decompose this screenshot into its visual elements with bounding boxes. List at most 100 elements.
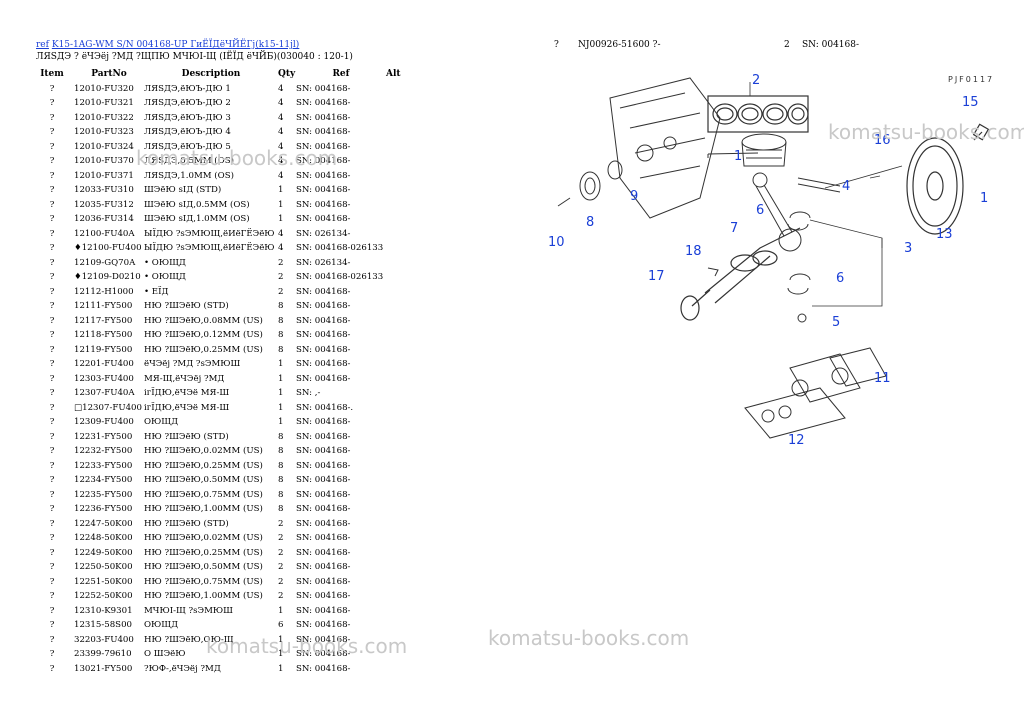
cell-item: ? bbox=[49, 112, 55, 123]
cell-qty: 2 bbox=[278, 518, 284, 529]
cell-desc: НЮ ?ШЭёЮ (STD) bbox=[144, 301, 229, 312]
table-header-row: Item PartNo Description Qty Ref Alt bbox=[30, 67, 416, 82]
cell-alt bbox=[386, 154, 416, 169]
connecting-rod bbox=[752, 172, 841, 252]
cell-alt bbox=[386, 256, 416, 271]
cell-alt bbox=[386, 140, 416, 155]
cell-desc: ЛЯSДЭ,ёЮЪ-ДЮ 1 bbox=[144, 83, 231, 94]
cell-item: ? bbox=[49, 605, 55, 616]
cell-item: ? bbox=[49, 228, 55, 239]
cell-part: 12235-FY500 bbox=[74, 489, 133, 500]
cell-qty: 1 bbox=[278, 185, 284, 196]
cell-desc: НЮ ?ШЭёЮ,0.50MM (US) bbox=[144, 562, 263, 573]
crankshaft bbox=[680, 227, 801, 321]
callout-2: 2 bbox=[752, 73, 760, 88]
col-qty: Qty bbox=[278, 69, 296, 80]
cell-alt bbox=[386, 444, 416, 459]
cell-qty: 8 bbox=[278, 446, 284, 457]
cell-part: 12112-H1000 bbox=[74, 286, 134, 297]
cell-part: 12010-FU322 bbox=[74, 112, 134, 123]
cell-ref: SN: 004168- bbox=[296, 547, 351, 558]
cell-item: ? bbox=[49, 257, 55, 268]
cell-qty: 6 bbox=[278, 620, 284, 631]
cell-ref: SN: 004168- bbox=[296, 533, 351, 544]
cell-alt bbox=[386, 589, 416, 604]
cell-qty: 4 bbox=[278, 228, 284, 239]
cell-qty: 1 bbox=[278, 214, 284, 225]
watermark: komatsu-books.com bbox=[828, 120, 1024, 144]
cell-item: ? bbox=[49, 214, 55, 225]
callout-15: 15 bbox=[962, 95, 979, 110]
cell-desc: ОЮЩД bbox=[144, 417, 179, 428]
cell-part: 12111-FY500 bbox=[74, 301, 133, 312]
cell-alt bbox=[386, 111, 416, 126]
cell-ref: SN: 026134- bbox=[296, 257, 351, 268]
piston bbox=[707, 133, 787, 167]
cell-desc: НЮ ?ШЭёЮ (STD) bbox=[144, 431, 229, 442]
cell-part: 12109-GQ70A bbox=[74, 257, 136, 268]
cell-part: 12249-50K00 bbox=[74, 547, 133, 558]
cell-qty: 4 bbox=[278, 243, 284, 254]
cell-ref: SN: 004168- bbox=[296, 518, 351, 529]
bearing-shells bbox=[707, 211, 811, 323]
cell-desc: НЮ ?ШЭёЮ,0.75MM (US) bbox=[144, 489, 263, 500]
cell-desc: НЮ ?ШЭёЮ,ОЮ-Щ bbox=[144, 634, 234, 645]
cell-item: ? bbox=[49, 576, 55, 587]
ref-link[interactable]: ref bbox=[36, 40, 49, 50]
model-link[interactable]: K15-1AG-WM S/N 004168-UP ГиЁЇДёЧЙЁГј(k15… bbox=[51, 40, 300, 50]
cell-part: 12010-FU323 bbox=[74, 127, 134, 138]
cell-part: 12309-FU400 bbox=[74, 417, 134, 428]
leader-lines bbox=[749, 82, 903, 307]
cell-ref: SN: 004168-026133 bbox=[296, 272, 384, 283]
cell-qty: 8 bbox=[278, 344, 284, 355]
right-qty: 2 bbox=[784, 40, 790, 50]
cell-desc: НЮ ?ШЭёЮ,0.12MM (US) bbox=[144, 330, 263, 341]
cell-qty: 4 bbox=[278, 141, 284, 152]
cell-item: ? bbox=[49, 199, 55, 210]
cell-item: ? bbox=[49, 344, 55, 355]
cell-item: ? bbox=[49, 663, 55, 674]
cell-ref: SN: 004168- bbox=[296, 170, 351, 181]
watermark: komatsu-books.com bbox=[488, 626, 690, 650]
cell-desc: НЮ ?ШЭёЮ,0.25MM (US) bbox=[144, 460, 263, 471]
cell-qty: 8 bbox=[278, 330, 284, 341]
cell-desc: НЮ ?ШЭёЮ,0.08MM (US) bbox=[144, 315, 263, 326]
cell-qty: 2 bbox=[278, 576, 284, 587]
cell-alt bbox=[386, 212, 416, 227]
cell-desc: ЛЯSДЭ,ёЮЪ-ДЮ 5 bbox=[144, 141, 231, 152]
crank-pulley bbox=[557, 160, 623, 207]
cell-part: 12036-FU314 bbox=[74, 214, 134, 225]
callout-4: 4 bbox=[842, 179, 850, 194]
cell-qty: 2 bbox=[278, 547, 284, 558]
cell-part: ♦12109-D0210 bbox=[74, 272, 141, 283]
cell-part: 12010-FU320 bbox=[74, 83, 134, 94]
cell-part: 12247-50K00 bbox=[74, 518, 133, 529]
cell-desc: ігЇДЮ,ёЧЭё МЯ-Ш bbox=[144, 402, 230, 413]
cell-desc: ЛЯSДЭ,0.5MM (OS) bbox=[144, 156, 234, 167]
cell-ref: SN: 004168- bbox=[296, 286, 351, 297]
cell-qty: 2 bbox=[278, 591, 284, 602]
callout-8: 8 bbox=[586, 215, 594, 230]
cell-part: 12231-FY500 bbox=[74, 431, 133, 442]
cell-desc: НЮ ?ШЭёЮ,0.75MM (US) bbox=[144, 576, 263, 587]
cell-alt bbox=[386, 328, 416, 343]
cell-part: 12100-FU40A bbox=[74, 228, 135, 239]
cell-ref: SN: 004168- bbox=[296, 489, 351, 500]
cell-ref: SN: 004168- bbox=[296, 562, 351, 573]
cell-part: 12010-FU321 bbox=[74, 98, 134, 109]
cell-item: ? bbox=[49, 301, 55, 312]
cell-qty: 2 bbox=[278, 562, 284, 573]
cell-desc: ЛЯSДЭ,ёЮЪ-ДЮ 3 bbox=[144, 112, 231, 123]
cell-item: ? bbox=[49, 431, 55, 442]
cell-ref: SN: 004168- bbox=[296, 344, 351, 355]
cell-qty: 8 bbox=[278, 315, 284, 326]
